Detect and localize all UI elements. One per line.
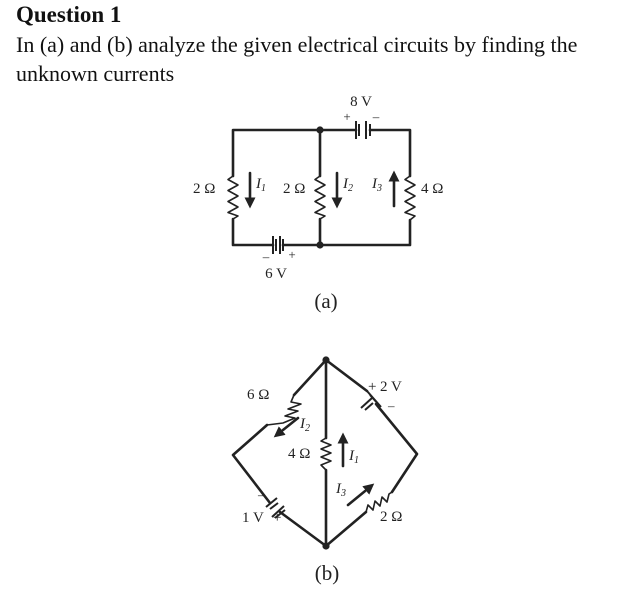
circuit-a-resistor-right bbox=[404, 175, 416, 221]
circuit-b-resistor-bottom-right-label: 2 Ω bbox=[380, 509, 402, 525]
circuit-b-battery-bottom-left-plus: + bbox=[273, 510, 281, 526]
circuit-a-current-3-label: I3 bbox=[371, 176, 382, 194]
circuit-a-resistor-middle-label: 2 Ω bbox=[283, 181, 305, 197]
circuit-a-battery-top-value: 8 V bbox=[350, 94, 372, 110]
circuit-a-caption: (a) bbox=[314, 289, 337, 313]
circuit-a: 8 V + – – + 6 V 2 Ω 2 Ω 4 Ω I1 I2 I3 (a) bbox=[193, 94, 443, 313]
circuit-b-resistor-top-left-label: 6 Ω bbox=[247, 387, 269, 403]
circuit-b-battery-top-right bbox=[360, 390, 382, 411]
question-prompt: In (a) and (b) analyze the given electri… bbox=[16, 32, 578, 86]
circuit-b-resistor-center-label: 4 Ω bbox=[288, 446, 310, 462]
circuit-b-battery-bottom-left bbox=[265, 497, 286, 519]
circuit-b-battery-top-right-value: 2 V bbox=[380, 379, 402, 395]
circuit-a-wires bbox=[231, 128, 412, 247]
circuit-b-top-node bbox=[322, 356, 330, 364]
circuit-a-battery-bottom bbox=[272, 236, 284, 254]
circuit-a-resistor-left-label: 2 Ω bbox=[193, 181, 215, 197]
circuit-a-current-2-label: I2 bbox=[342, 176, 353, 194]
circuit-b-battery-top-right-plus: + bbox=[368, 379, 376, 395]
circuit-b-caption: (b) bbox=[315, 561, 340, 585]
circuit-a-resistor-left bbox=[227, 175, 239, 220]
circuit-b-battery-bottom-left-minus: – bbox=[257, 487, 265, 502]
circuit-b-current-3-label: I3 bbox=[335, 481, 346, 499]
circuit-a-battery-top-plus: + bbox=[343, 109, 350, 124]
circuit-b-current-3-arrow bbox=[346, 483, 375, 507]
circuit-b-current-2-arrow bbox=[273, 416, 300, 438]
circuit-a-battery-top-minus: – bbox=[372, 109, 380, 124]
circuit-b-current-1-label: I1 bbox=[348, 448, 359, 466]
circuit-a-current-1-label: I1 bbox=[255, 176, 266, 194]
circuit-b-resistor-bottom-right bbox=[365, 491, 393, 513]
circuit-b-battery-top-right-minus: – bbox=[387, 398, 395, 413]
circuit-a-bottom-node bbox=[316, 241, 324, 249]
circuit-a-battery-bottom-minus: – bbox=[262, 249, 270, 264]
circuit-a-battery-top bbox=[355, 121, 371, 139]
circuit-a-top-node bbox=[316, 126, 324, 134]
circuit-b-resistor-center bbox=[320, 437, 332, 471]
circuit-a-resistor-right-label: 4 Ω bbox=[421, 181, 443, 197]
circuit-b-resistor-top-left bbox=[266, 394, 302, 426]
circuit-a-battery-bottom-plus: + bbox=[288, 247, 295, 262]
circuit-b-battery-bottom-left-value: 1 V bbox=[242, 510, 264, 526]
circuit-b-current-2-label: I2 bbox=[299, 416, 310, 434]
circuit-b: + 2 V – – 1 V + 6 Ω 4 Ω 2 Ω I2 I1 I3 (b) bbox=[231, 356, 419, 585]
circuit-a-battery-bottom-value: 6 V bbox=[265, 266, 287, 282]
circuit-b-bottom-node bbox=[322, 542, 330, 550]
question-title: Question 1 bbox=[16, 2, 122, 27]
circuit-a-resistor-middle bbox=[314, 175, 326, 220]
